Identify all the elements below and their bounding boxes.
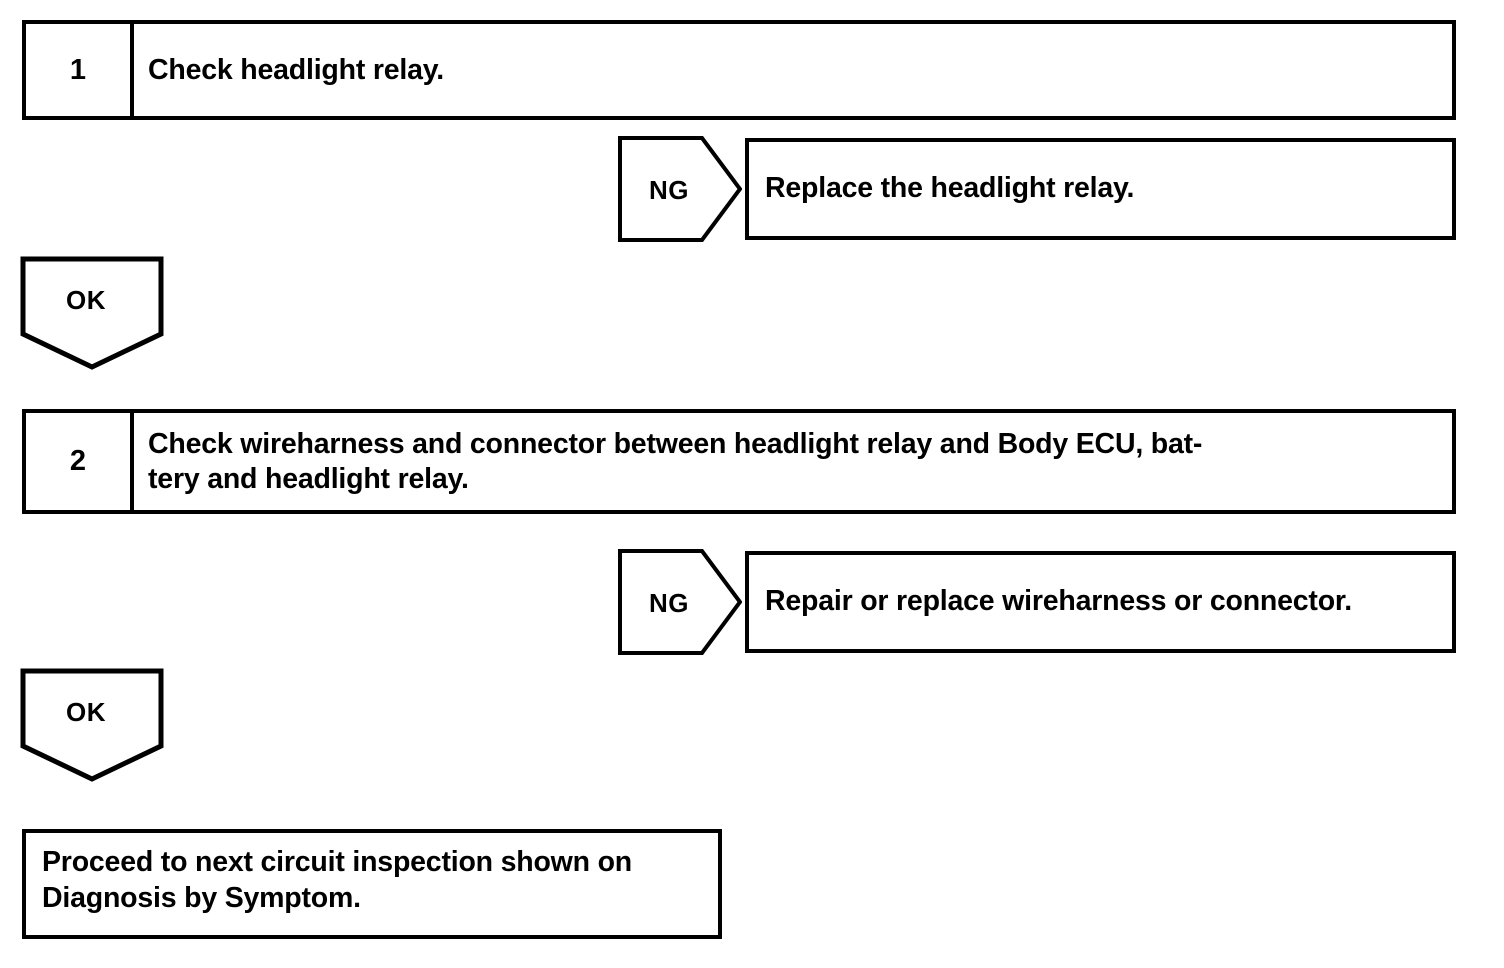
- ng-arrow-1: [618, 136, 742, 242]
- step-2-text: Check wireharness and connector between …: [148, 427, 1203, 495]
- ng-arrow-2: [618, 549, 742, 655]
- ok-arrow-1: [20, 256, 164, 370]
- step-2-box[interactable]: 2 Check wireharness and connector betwee…: [22, 409, 1456, 514]
- final-box[interactable]: Proceed to next circuit inspection shown…: [22, 829, 722, 939]
- ng-result-text-2: Repair or replace wireharness or connect…: [765, 585, 1352, 618]
- step-1-text: Check headlight relay.: [148, 53, 445, 86]
- ng-result-box-1[interactable]: Replace the headlight relay.: [745, 138, 1456, 240]
- step-2-number: 2: [26, 413, 134, 510]
- ng-result-text-1: Replace the headlight relay.: [765, 172, 1135, 205]
- step-1-box[interactable]: 1 Check headlight relay.: [22, 20, 1456, 120]
- final-text: Proceed to next circuit inspection shown…: [42, 846, 632, 914]
- ok-arrow-2: [20, 668, 164, 782]
- step-1-number: 1: [26, 24, 134, 116]
- ng-result-box-2[interactable]: Repair or replace wireharness or connect…: [745, 551, 1456, 653]
